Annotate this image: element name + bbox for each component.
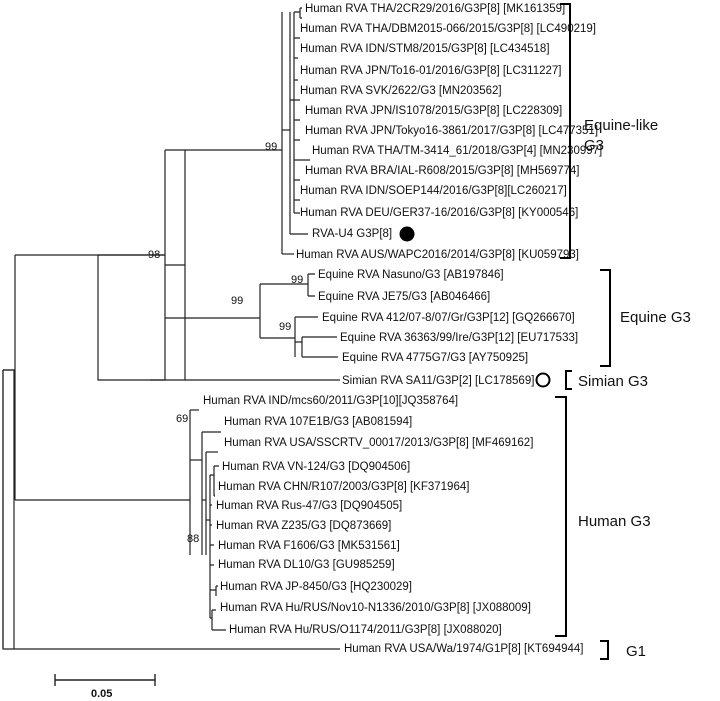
bootstrap-values: 99 98 99 99 99 69 88 — [148, 141, 303, 545]
tree-branches-human — [15, 409, 226, 631]
clade-bracket-simian — [565, 370, 572, 390]
bootstrap-value: 98 — [148, 249, 160, 261]
clade-bracket-equine — [600, 269, 611, 367]
clade-label-equine: Equine G3 — [620, 309, 691, 326]
scale-bar-label: 0.05 — [91, 688, 112, 700]
leaf-label: Human RVA THA/TM-3414_61/2018/G3P[4] [MN… — [312, 145, 602, 157]
clade-brackets: Equine-like G3 Equine G3 Simian G3 Human… — [555, 3, 691, 660]
leaf-label: Human RVA THA/DBM2015-066/2015/G3P[8] [L… — [300, 23, 596, 35]
branch-root-vertical — [2, 370, 340, 650]
leaf-label: Human RVA IDN/SOEP144/2016/G3P[8][LC2602… — [300, 185, 567, 197]
leaf-label: Human RVA IDN/STM8/2015/G3P[8] [LC434518… — [300, 43, 550, 55]
leaf-label: Human RVA SVK/2622/G3 [MN203562] — [300, 85, 502, 97]
bootstrap-value: 99 — [265, 141, 277, 153]
leaf-label: Equine RVA Nasuno/G3 [AB197846] — [318, 269, 504, 281]
branch-human-fan — [206, 465, 226, 631]
leaf-label: Human RVA CHN/R107/2003/G3P[8] [KF371964… — [218, 481, 469, 493]
clade-label-equine-like-line2: G3 — [584, 137, 604, 154]
leaf-label: Human RVA F1606/G3 [MK531561] — [218, 540, 400, 552]
clade-bracket-g1 — [600, 640, 609, 660]
clade-bracket-human — [555, 396, 567, 637]
branch-equine-upper — [260, 273, 315, 297]
leaf-label: Human RVA DL10/G3 [GU985259] — [218, 559, 395, 571]
branch-root — [2, 369, 15, 649]
bootstrap-value: 99 — [279, 321, 291, 333]
leaf-label: Equine RVA JE75/G3 [AB046466] — [318, 291, 490, 303]
leaf-label: Equine RVA 4775G7/G3 [AY750925] — [342, 352, 528, 364]
leaf-label: Human RVA JP-8450/G3 [HQ230029] — [220, 581, 412, 593]
tree-branches — [2, 7, 340, 650]
leaf-label: Simian RVA SA11/G3P[2] [LC178569] — [342, 375, 534, 387]
clade-label-g1: G1 — [626, 643, 646, 660]
bootstrap-value: 99 — [291, 274, 303, 286]
leaf-label: Human RVA JPN/IS1078/2015/G3P[8] [LC2283… — [305, 105, 562, 117]
clade-bracket-equine-like — [560, 3, 571, 259]
leaf-label: Human RVA BRA/IAL-R608/2015/G3P[8] [MH56… — [305, 165, 579, 177]
leaf-label: Human RVA JPN/Tokyo16-3861/2017/G3P[8] [… — [305, 125, 598, 137]
branch-simian-node — [97, 255, 150, 381]
clade-label-simian: Simian G3 — [578, 373, 648, 390]
branch-equinelike-fan — [290, 7, 310, 214]
leaf-label: Human RVA Hu/RUS/O1174/2011/G3P[8] [JX08… — [229, 624, 502, 636]
bootstrap-value: 69 — [176, 413, 188, 425]
leaf-label: Equine RVA 412/07-8/07/Gr/G3P[12] [GQ266… — [322, 312, 575, 324]
leaf-label: Human RVA IND/mcs60/2011/G3P[10][JQ35876… — [203, 395, 458, 407]
clade-label-human: Human G3 — [578, 513, 651, 530]
tree-branches-simian — [97, 254, 165, 381]
leaf-label: Equine RVA 36363/99/Ire/G3P[12] [EU71753… — [340, 332, 578, 344]
bootstrap-value: 88 — [187, 533, 199, 545]
leaf-label: RVA-U4 G3P[8] — [312, 228, 392, 240]
leaf-label: Human RVA JPN/To16-01/2016/G3P[8] [LC311… — [300, 65, 561, 77]
simian-marker-icon — [535, 372, 551, 388]
leaf-label: Human RVA Z235/G3 [DQ873669] — [216, 520, 391, 532]
leaf-label: Human RVA Rus-47/G3 [DQ904505] — [216, 500, 402, 512]
study-strain-marker-icon — [399, 226, 415, 242]
leaf-label: Human RVA USA/SSCRTV_00017/2013/G3P[8] [… — [224, 437, 533, 449]
leaf-label: Human RVA 107E1B/G3 [AB081594] — [224, 416, 412, 428]
leaf-label: Human RVA AUS/WAPC2016/2014/G3P[8] [KU05… — [296, 249, 579, 261]
leaf-label: Human RVA DEU/GER37-16/2016/G3P[8] [KY00… — [300, 207, 578, 219]
leaf-label: Human RVA VN-124/G3 [DQ904506] — [222, 461, 410, 473]
scale-bar-line — [54, 674, 156, 686]
branch-equine-lower — [260, 316, 338, 358]
leaf-label: Human RVA Hu/RUS/Nov10-N1336/2010/G3P[8]… — [220, 602, 531, 614]
leaf-labels: Human RVA THA/2CR29/2016/G3P[8] [MK16135… — [203, 3, 602, 655]
leaf-label: Human RVA USA/Wa/1974/G1P[8] [KT694944] — [344, 643, 584, 655]
bootstrap-value: 99 — [231, 295, 243, 307]
leaf-label: Human RVA THA/2CR29/2016/G3P[8] [MK16135… — [305, 3, 565, 15]
scale-bar: 0.05 — [54, 674, 156, 700]
clade-label-equine-like: Equine-like — [584, 117, 658, 134]
